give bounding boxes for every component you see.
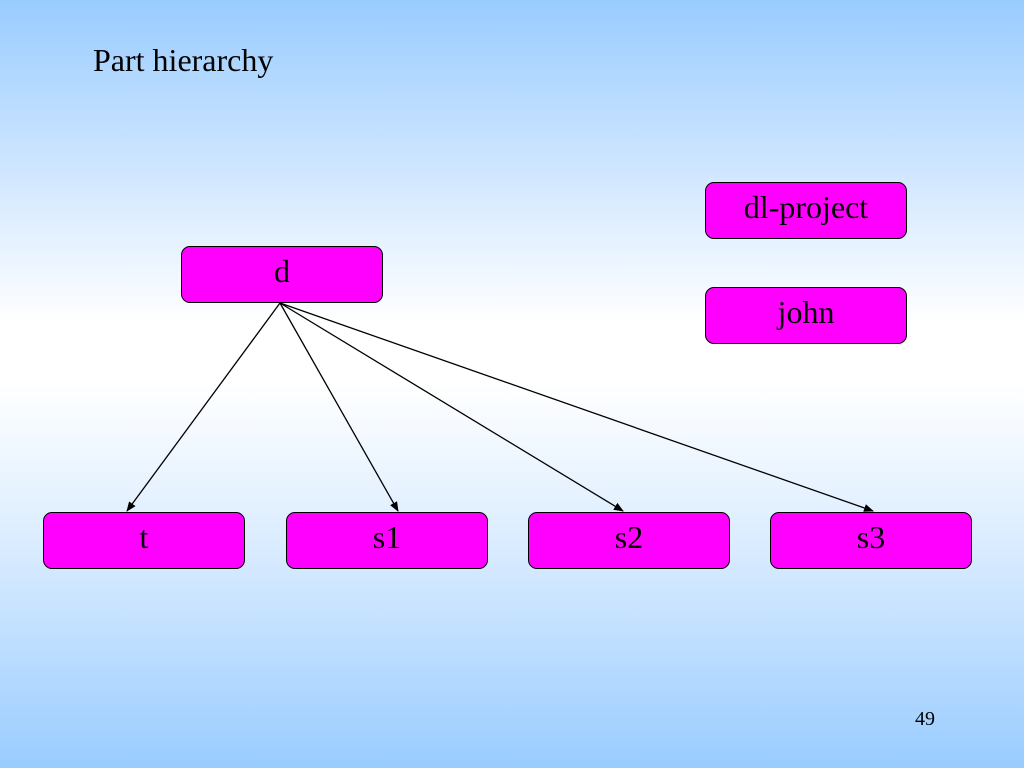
edge-d-to-s2 xyxy=(279,302,624,512)
page-number: 49 xyxy=(915,708,935,730)
node-d[interactable]: d xyxy=(181,246,383,303)
edge-d-to-t xyxy=(126,302,281,512)
slide-title: Part hierarchy xyxy=(93,42,274,78)
edge-d-to-s1 xyxy=(279,302,399,512)
node-t[interactable]: t xyxy=(43,512,245,569)
node-dl-project[interactable]: dl-project xyxy=(705,182,907,239)
node-s2[interactable]: s2 xyxy=(528,512,730,569)
node-john[interactable]: john xyxy=(705,287,907,344)
node-dl-project-label: dl-project xyxy=(743,188,869,225)
node-s3[interactable]: s3 xyxy=(770,512,972,569)
edge-d-to-s3 xyxy=(279,302,874,512)
node-john-label: john xyxy=(777,293,835,330)
node-s1[interactable]: s1 xyxy=(286,512,488,569)
node-s3-label: s3 xyxy=(856,518,886,555)
node-d-label: d xyxy=(274,252,290,289)
node-s1-label: s1 xyxy=(372,518,402,555)
node-s2-label: s2 xyxy=(614,518,644,555)
node-t-label: t xyxy=(139,518,149,555)
